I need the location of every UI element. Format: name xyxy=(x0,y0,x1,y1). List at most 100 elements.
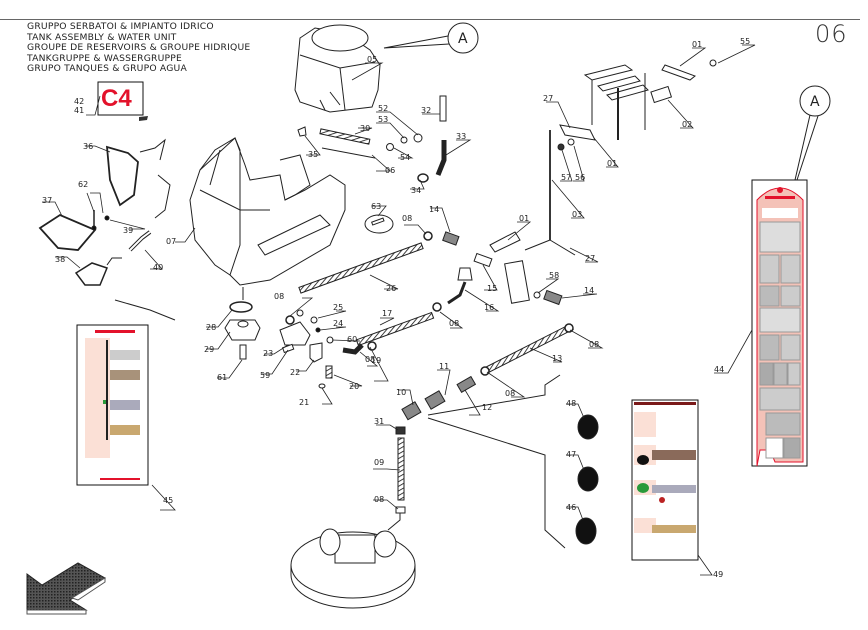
label-46: 46 xyxy=(566,503,576,512)
part-screw-61 xyxy=(239,344,247,360)
title-italian: GRUPPO SERBATOI & IMPIANTO IDRICO xyxy=(27,21,214,32)
label-60: 60 xyxy=(347,335,357,344)
label-49: 49 xyxy=(713,570,723,579)
part-bolt-52 xyxy=(413,133,423,143)
label-41: 41 xyxy=(74,106,84,115)
part-fitting-12 xyxy=(456,375,477,394)
label-39: 39 xyxy=(123,226,133,235)
part-plug-59 xyxy=(281,343,295,354)
part-gasket-28 xyxy=(229,301,253,313)
label-37: 37 xyxy=(42,196,52,205)
part-hose-26 xyxy=(298,242,424,294)
label-21: 21 xyxy=(299,398,309,407)
part-main-tank xyxy=(189,137,346,286)
logo-c4: C4 xyxy=(101,85,132,112)
part-filter-22 xyxy=(309,342,323,363)
label-02: 02 xyxy=(682,120,692,129)
label-13: 13 xyxy=(552,354,562,363)
label-31: 31 xyxy=(374,417,384,426)
part-tube-02 xyxy=(650,85,673,104)
label-15: 15 xyxy=(487,284,497,293)
label-10: 10 xyxy=(396,388,406,397)
label-57: 57 xyxy=(561,173,571,182)
page-number: 06 xyxy=(815,20,848,48)
label-08g: 08 xyxy=(374,495,384,504)
label-26: 26 xyxy=(386,284,396,293)
label-08d: 08 xyxy=(449,319,459,328)
label-32: 32 xyxy=(421,106,431,115)
part-brush-46 xyxy=(575,517,597,545)
title-german: TANKGRUPPE & WASSERGRUPPE xyxy=(27,52,183,64)
part-washer-56 xyxy=(567,138,575,146)
part-step-38 xyxy=(74,257,122,286)
part-hose-09 xyxy=(397,437,405,501)
label-38: 38 xyxy=(55,255,65,264)
sticker-panel-49 xyxy=(631,399,699,561)
part-step-37 xyxy=(38,213,97,251)
part-valve-10 xyxy=(401,401,422,421)
part-spring-20 xyxy=(325,365,333,379)
label-52: 52 xyxy=(378,104,388,113)
label-36: 36 xyxy=(83,142,93,151)
label-06: 06 xyxy=(385,166,395,175)
label-27a: 27 xyxy=(543,94,553,103)
svg-text:A: A xyxy=(458,31,468,47)
label-01: 01 xyxy=(692,40,702,49)
label-11: 11 xyxy=(439,362,449,371)
label-28: 28 xyxy=(206,323,216,332)
label-12: 12 xyxy=(482,403,492,412)
part-hose-13 xyxy=(485,323,574,374)
title-french: GROUPE DE RESERVOIRS & GROUPE HIDRIQUE xyxy=(27,42,251,53)
callout-A-sticker: A xyxy=(794,85,831,181)
part-washer-08 xyxy=(395,506,406,514)
label-59: 59 xyxy=(260,371,270,380)
part-elbow-19 xyxy=(342,343,364,355)
label-30: 30 xyxy=(360,124,370,133)
callout-A-tank: A xyxy=(383,22,479,54)
label-47: 47 xyxy=(566,450,576,459)
label-55: 55 xyxy=(740,37,750,46)
label-61: 61 xyxy=(217,373,227,382)
part-side-panel-36 xyxy=(105,145,139,207)
part-arm-01c xyxy=(559,124,596,141)
part-clip-35 xyxy=(297,126,307,137)
label-22: 22 xyxy=(290,368,300,377)
part-hose-40 xyxy=(128,230,152,252)
svg-text:A: A xyxy=(810,94,820,110)
label-27b: 27 xyxy=(585,254,595,263)
label-17: 17 xyxy=(382,309,392,318)
part-nut-53 xyxy=(400,136,408,144)
header-rule xyxy=(0,19,860,20)
label-62: 62 xyxy=(78,180,88,189)
part-nut-57 xyxy=(557,143,565,151)
label-23: 23 xyxy=(263,349,273,358)
label-01c: 01 xyxy=(607,159,617,168)
label-14b: 14 xyxy=(584,286,594,295)
part-fitting-14b xyxy=(543,289,563,306)
label-08f: 08 xyxy=(505,389,515,398)
part-washer-54 xyxy=(386,143,394,151)
part-brush-47 xyxy=(577,466,599,492)
part-washer-21 xyxy=(318,383,326,389)
label-25: 25 xyxy=(333,303,343,312)
label-58: 58 xyxy=(549,271,559,280)
label-01b: 01 xyxy=(519,214,529,223)
label-24: 24 xyxy=(333,319,343,328)
part-screw-55 xyxy=(709,59,717,67)
label-08b: 08 xyxy=(402,214,412,223)
label-05: 05 xyxy=(367,55,377,64)
label-34: 34 xyxy=(411,186,421,195)
label-40: 40 xyxy=(153,263,163,272)
label-08c: 08 xyxy=(365,355,375,364)
part-hose-17 xyxy=(355,311,435,347)
part-plate-18 xyxy=(504,260,530,304)
part-connector-15 xyxy=(473,252,493,268)
label-19: 19 xyxy=(371,356,381,365)
label-03: 03 xyxy=(572,210,582,219)
title-english: TANK ASSEMBLY & WATER UNIT xyxy=(27,31,177,43)
part-tank-cover xyxy=(294,24,381,113)
label-48: 48 xyxy=(566,399,576,408)
sticker-panel-45 xyxy=(76,324,149,486)
part-arm-01a xyxy=(661,64,697,81)
